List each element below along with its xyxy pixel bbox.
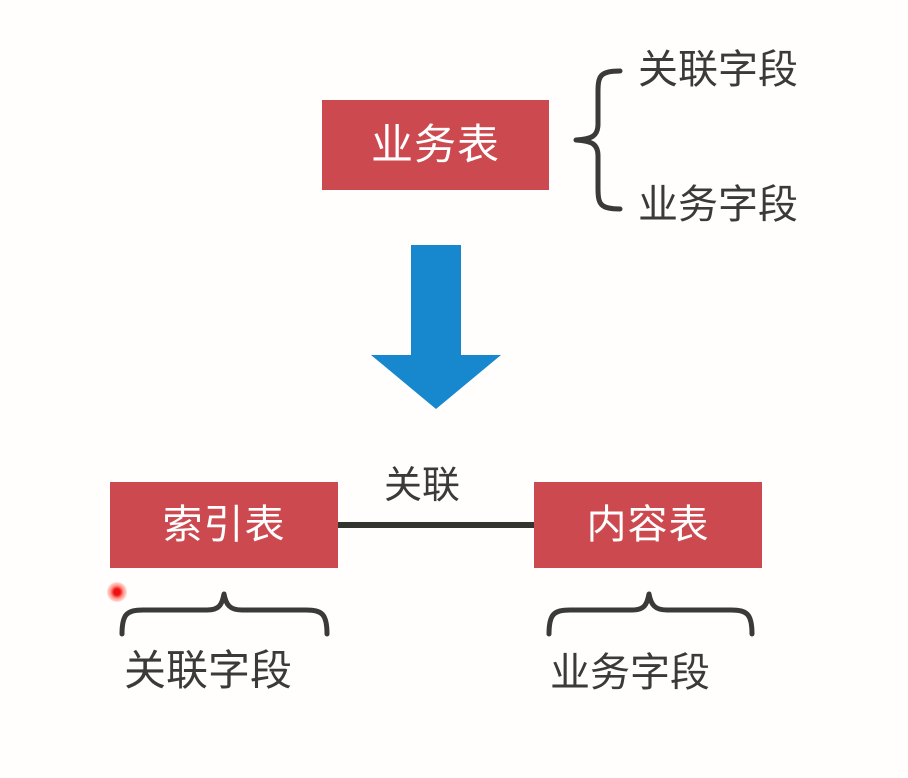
label-association-field-bottom: 关联字段 <box>124 646 293 695</box>
right-curly-brace-icon <box>573 68 623 212</box>
top-curly-brace-icon-left <box>119 591 330 637</box>
box-business-table-label: 业务表 <box>370 120 500 169</box>
box-business-table[interactable]: 业务表 <box>322 100 549 190</box>
label-business-field-top: 业务字段 <box>638 182 798 228</box>
label-association-field-top: 关联字段 <box>638 47 798 93</box>
top-curly-brace-icon-right <box>546 591 755 637</box>
down-arrow-icon <box>371 245 501 409</box>
label-business-field-bottom: 业务字段 <box>550 650 710 696</box>
box-index-table-label: 索引表 <box>162 502 286 548</box>
cursor-click-indicator <box>107 582 127 602</box>
label-association-link: 关联 <box>384 463 461 507</box>
box-content-table[interactable]: 内容表 <box>534 482 762 568</box>
box-content-table-label: 内容表 <box>586 502 710 548</box>
box-index-table[interactable]: 索引表 <box>110 482 338 568</box>
